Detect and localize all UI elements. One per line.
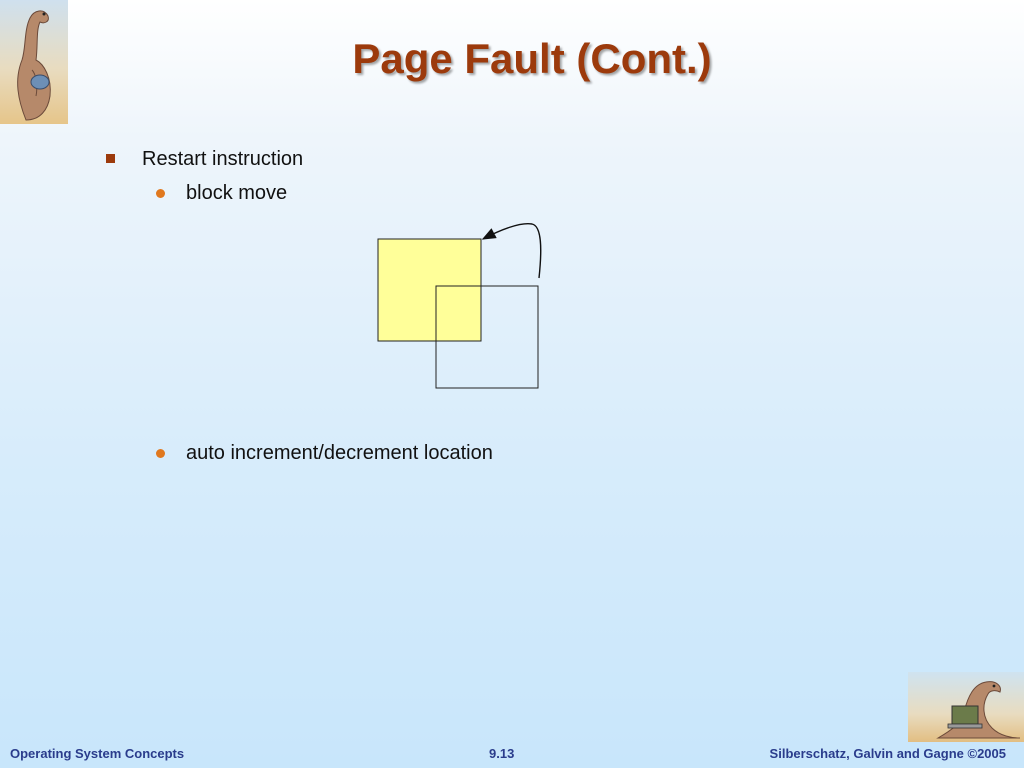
- round-bullet-icon: [156, 449, 165, 458]
- dinosaur-logo-icon: [0, 0, 68, 124]
- footer-page-number: 9.13: [489, 746, 515, 761]
- bullet-restart-instruction: Restart instruction: [106, 148, 303, 171]
- footer-copyright: Silberschatz, Galvin and Gagne ©2005: [769, 746, 1006, 761]
- round-bullet-icon: [156, 189, 165, 198]
- slide-title: Page Fault (Cont.): [352, 35, 712, 82]
- block-move-diagram: [370, 220, 560, 400]
- destination-block: [435, 285, 539, 389]
- square-bullet-icon: [106, 154, 115, 163]
- bullet-text: Restart instruction: [142, 148, 304, 170]
- dinosaur-laptop-logo-icon: [908, 672, 1024, 742]
- curved-arrow: [481, 223, 542, 279]
- bullet-text: block move: [186, 182, 288, 204]
- source-block: [377, 238, 482, 342]
- footer-course-title: Operating System Concepts: [10, 746, 185, 761]
- bullet-auto-increment: auto increment/decrement location: [156, 442, 493, 465]
- bullet-text: auto increment/decrement location: [186, 442, 493, 464]
- bullet-block-move: block move: [156, 182, 287, 205]
